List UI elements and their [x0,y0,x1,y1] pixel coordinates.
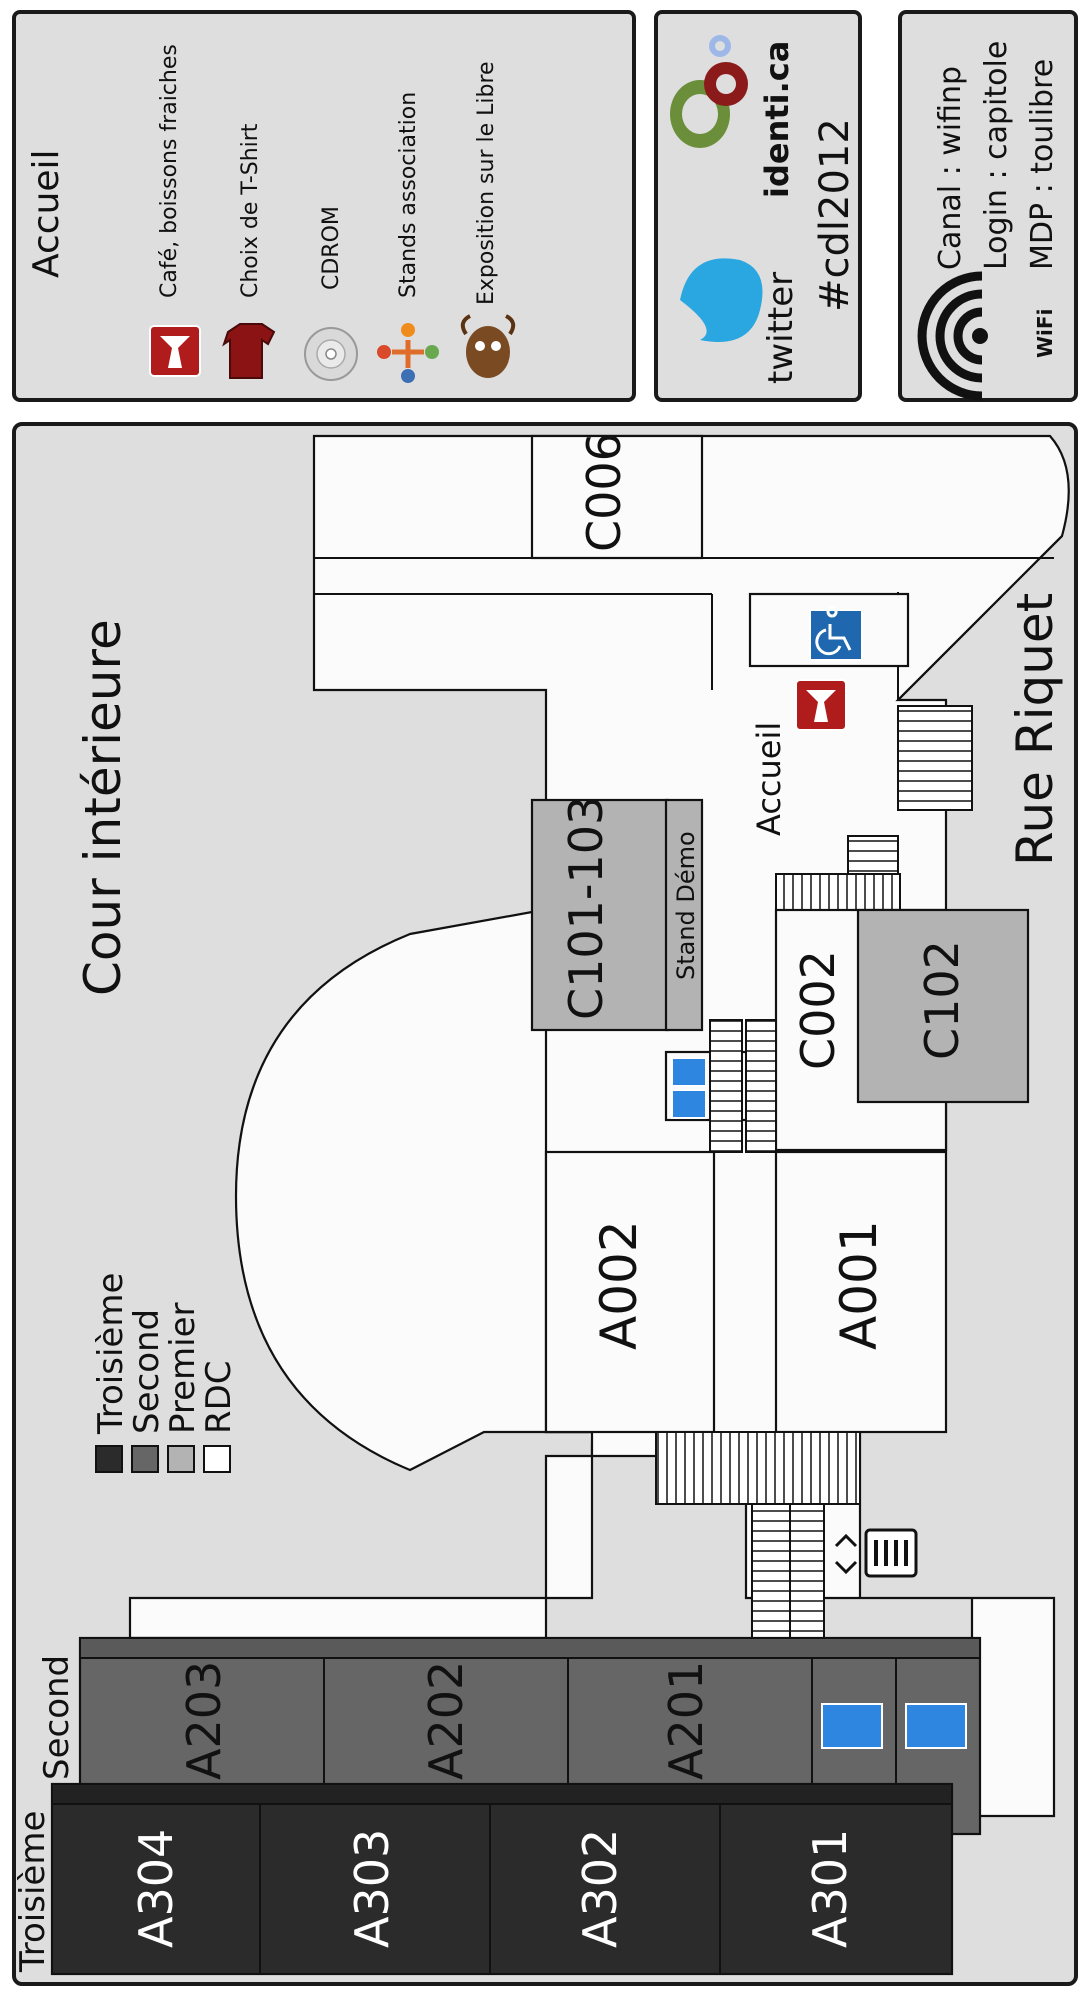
elevator-icon [834,1528,918,1578]
room-a203: A203 [177,1661,231,1780]
social-panel: twitter identi.ca #cdl2012 [654,10,862,402]
annex-stairs [751,1503,791,1639]
twitter-bird-icon [680,258,763,342]
corridor-stairs [655,1431,861,1505]
room-a303: A303 [345,1829,399,1948]
wifi-mdp: MDP : toulibre [1025,59,1060,270]
identica-logo-icon [670,35,748,148]
room-a202: A202 [419,1661,473,1780]
wifi-canal: Canal : wifinp [933,66,968,270]
courtyard-curve-building [128,910,594,1640]
info-panel-title: Accueil [26,149,67,278]
toilet-icon [905,1703,967,1749]
c002-stairs [775,873,901,911]
room-a304: A304 [129,1829,183,1948]
room-c002: C002 [791,950,845,1070]
floor-map: C006 Accueil C101-103 Stand Démo C002 C1… [12,422,1078,1986]
gnu-icon [460,314,516,378]
annex-stairs [789,1503,825,1639]
wifi-icon [917,271,988,401]
room-c006: C006 [577,432,631,552]
accueil-stairs [847,835,899,879]
room-c102: C102 [915,940,969,1060]
floor-legend: Troisième Second Premier RDC [91,1273,239,1473]
identica-label: identi.ca [758,41,796,198]
street-label: Rue Riquet [1006,593,1064,866]
info-item-label: Stands association [396,92,421,298]
info-item-label: Exposition sur le Libre [474,61,499,305]
info-item-label: Choix de T-Shirt [238,123,263,298]
legend-label: Troisième [91,1273,131,1435]
info-panel: Accueil Café, boissons fraiches Choix de… [12,10,636,402]
info-item-label: CDROM [319,206,344,290]
info-item-label: Café, boissons fraiches [157,44,182,298]
hashtag-label: #cdl2012 [812,118,858,312]
room-a002: A002 [590,1220,648,1350]
legend-label: RDC [199,1360,239,1434]
tshirt-icon [222,323,276,379]
toilet-icon [671,1057,707,1087]
coffee-icon [149,325,201,377]
stand-demo-label: Stand Démo [672,831,700,980]
central-stairs [709,1019,743,1153]
wifi-login: Login : capitole [979,41,1014,270]
main-building [312,434,1070,1818]
room-c101: C101-103 [559,796,613,1020]
entrance-stairs [897,705,973,811]
room-a302: A302 [573,1829,627,1948]
wifi-panel: WiFi Canal : wifinp Login : capitole MDP… [898,10,1078,402]
legend-label: Premier [163,1302,203,1434]
room-a201: A201 [659,1661,713,1780]
central-stairs [745,1019,777,1153]
legend-label: Second [127,1309,167,1434]
toilet-icon [821,1703,883,1749]
coffee-map-icon [795,679,847,731]
people-icon [377,323,439,383]
toilet-icon [671,1089,707,1119]
accueil-map-label: Accueil [750,722,788,836]
twitter-label: twitter [761,272,801,384]
floor-label-third: Troisième [13,1811,53,1973]
cdrom-icon [304,327,358,381]
room-a301: A301 [803,1829,857,1948]
floor-label-second: Second [37,1655,77,1780]
wifi-label: WiFi [1033,309,1057,358]
courtyard-label: Cour intérieure [74,619,132,996]
third-floor-block [50,1782,954,1976]
room-a001: A001 [830,1220,888,1350]
